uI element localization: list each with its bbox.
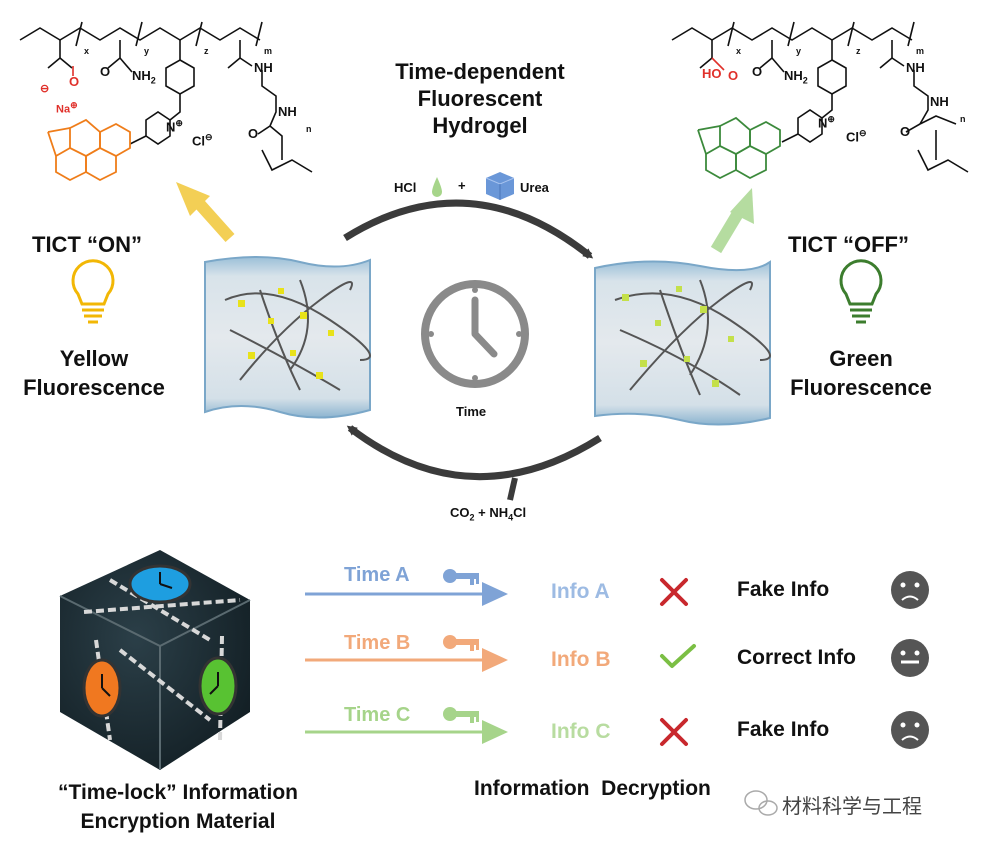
green-clock-icon [198, 656, 238, 716]
left-carboxylate-o: O [69, 74, 80, 89]
right-nh2: NH2 [784, 68, 808, 86]
left-fluorescence-label: Yellow Fluorescence [23, 346, 165, 400]
time-label-a: Time A [344, 564, 410, 586]
left-nh-b: NH [278, 104, 297, 119]
reverse-arrow-tail [507, 477, 518, 501]
left-polymer-structure [19, 21, 313, 173]
right-pyrene [697, 116, 781, 180]
blue-clock-icon [128, 564, 192, 604]
right-tict-label: TICT “OFF” [788, 232, 909, 257]
key-icon-b [443, 635, 479, 651]
left-hydrogel-cube [204, 256, 371, 419]
clock-label: Time [456, 404, 487, 419]
reagent-plus: + [458, 178, 466, 193]
left-pyrene [47, 118, 131, 182]
sad-face-icon-c [891, 711, 929, 749]
row-arrow-b [305, 648, 508, 672]
left-cation: Na⊕ [56, 100, 78, 116]
right-fluorescence-label: Green Fluorescence [790, 346, 932, 400]
left-pyridinium-n: N⊕ [166, 118, 183, 135]
decryption-caption: Information Decryption [474, 777, 711, 800]
left-sub-x: x [84, 46, 90, 56]
right-acid-o: O [728, 68, 739, 83]
left-nh-a: NH [254, 60, 273, 75]
left-sub-m: m [264, 46, 273, 56]
result-label-b: Correct Info [737, 646, 857, 669]
result-label-a: Fake Info [737, 578, 830, 601]
info-label-b: Info B [551, 648, 611, 671]
left-anion-minus: ⊖ [40, 83, 50, 95]
right-nh-a: NH [906, 60, 925, 75]
right-sub-y: y [796, 46, 802, 56]
right-sub-x: x [736, 46, 742, 56]
left-sub-z: z [204, 46, 209, 56]
check-icon-b [660, 644, 696, 668]
urea-label: Urea [520, 180, 549, 195]
forward-cycle-arrow [343, 199, 594, 259]
right-amide-o: O [752, 64, 763, 79]
clock-icon [421, 280, 529, 388]
right-chloride: Cl⊖ [846, 128, 867, 145]
left-crosslink-o: O [248, 126, 259, 141]
right-hydrogel-cube [594, 260, 771, 426]
right-polymer-structure [671, 21, 969, 173]
urea-cube-icon [485, 172, 515, 200]
row-arrow-a [305, 582, 508, 606]
info-label-c: Info C [551, 720, 611, 743]
info-label-a: Info A [551, 580, 610, 603]
left-nh2: NH2 [132, 68, 156, 86]
right-pyridinium-n: N⊕ [818, 114, 835, 131]
right-sub-n: n [960, 114, 966, 124]
right-nh-b: NH [930, 94, 949, 109]
time-label-b: Time B [344, 632, 411, 654]
watermark-text: 材料科学与工程 [782, 794, 922, 818]
green-emission-arrow [710, 188, 754, 254]
left-amide-o: O [100, 64, 111, 79]
left-sub-n: n [306, 124, 312, 134]
hcl-drop-icon [432, 177, 442, 197]
green-bulb-icon [839, 259, 883, 324]
result-label-c: Fake Info [737, 718, 830, 741]
key-icon-a [443, 569, 479, 585]
yellow-bulb-icon [71, 259, 115, 324]
reverse-cycle-arrow [346, 425, 602, 481]
right-acid-ho: HO [702, 66, 722, 81]
left-tict-label: TICT “ON” [32, 232, 142, 257]
left-sub-y: y [144, 46, 150, 56]
cross-icon-a [660, 578, 688, 606]
time-lock-caption: “Time-lock” Information Encryption Mater… [58, 781, 298, 833]
time-label-c: Time C [344, 704, 411, 726]
co2-nh4cl-label: CO2 + NH4Cl [450, 505, 527, 523]
hcl-label: HCl [394, 180, 417, 195]
figure-title: Time-dependent Fluorescent Hydrogel [395, 59, 565, 138]
right-sub-m: m [916, 46, 925, 56]
left-chloride: Cl⊖ [192, 132, 213, 149]
yellow-emission-arrow [176, 182, 235, 243]
key-icon-c [443, 707, 479, 723]
time-lock-cube [59, 550, 251, 770]
row-arrow-c [305, 720, 508, 744]
wechat-icon [744, 790, 778, 816]
orange-clock-icon [82, 658, 122, 718]
sad-face-icon-a [891, 571, 929, 609]
happy-face-icon-b [891, 639, 929, 677]
cross-icon-c [660, 718, 688, 746]
right-crosslink-o: O [900, 124, 911, 139]
right-sub-z: z [856, 46, 861, 56]
